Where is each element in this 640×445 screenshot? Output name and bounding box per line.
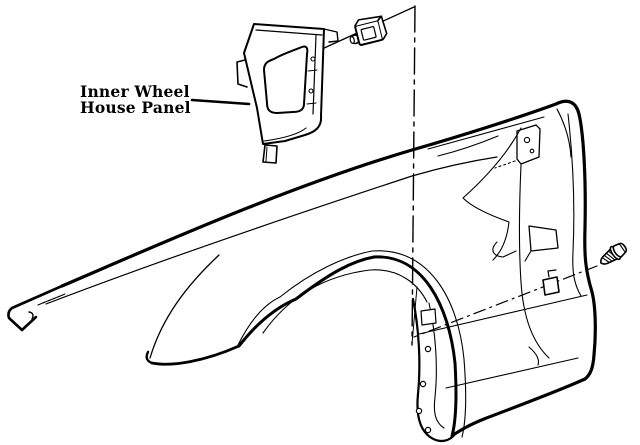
- fender-nose-hatching: [37, 293, 66, 306]
- fender-nose: [7, 284, 64, 332]
- callout-leader-line: [190, 98, 251, 106]
- inner-wheel-house-panel: [236, 23, 339, 164]
- screw-leader-line: [413, 265, 598, 338]
- wheel-arch: [237, 250, 467, 438]
- callout-label-line2: House Panel: [80, 97, 191, 117]
- clip-hole: [542, 269, 560, 296]
- retainer-clip: [349, 15, 388, 46]
- front-fender: [7, 99, 597, 443]
- upper-bracket: [494, 124, 541, 169]
- wheelhouse-flange: [411, 286, 457, 443]
- callout-label: Inner Wheel House Panel: [80, 84, 191, 115]
- body-inner-structure: [418, 108, 588, 389]
- attachment-screw: [599, 242, 628, 265]
- mid-bracket: [492, 225, 559, 262]
- callout-label-line1: Inner Wheel: [80, 82, 190, 101]
